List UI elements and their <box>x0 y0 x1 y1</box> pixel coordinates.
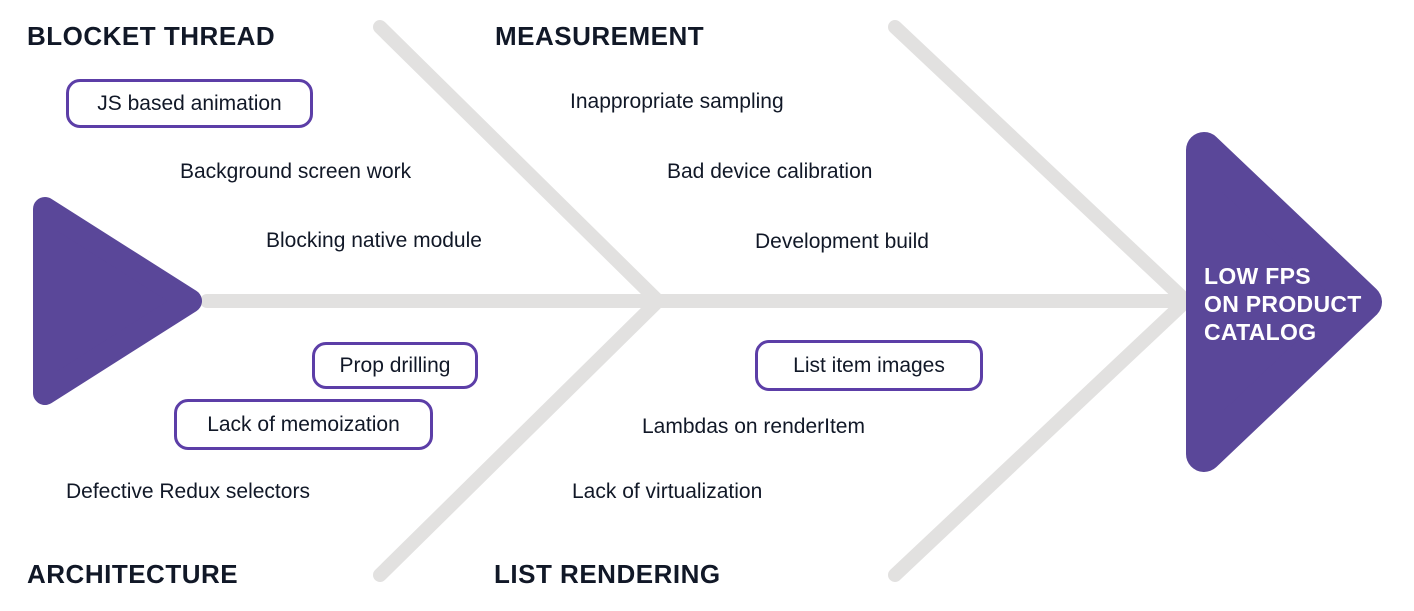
cause-bad-device-calibration: Bad device calibration <box>667 160 873 183</box>
rib-bottom-right <box>888 294 1193 582</box>
cause-lambdas-on-renderitem: Lambdas on renderItem <box>642 415 865 438</box>
cause-js-based-animation: JS based animation <box>66 79 313 128</box>
category-title-architecture: ARCHITECTURE <box>27 559 239 589</box>
cause-blocking-native-module: Blocking native module <box>266 229 482 252</box>
cause-lack-of-virtualization: Lack of virtualization <box>572 480 763 503</box>
effect-label: LOW FPS ON PRODUCT CATALOG <box>1204 262 1374 346</box>
cause-prop-drilling: Prop drilling <box>312 342 478 389</box>
cause-defective-redux-selectors: Defective Redux selectors <box>66 480 310 503</box>
cause-list-item-images: List item images <box>755 340 983 391</box>
rib-bottom-left <box>373 294 665 582</box>
rib-top-left <box>373 20 665 308</box>
effect-arrow <box>1186 132 1382 472</box>
cause-development-build: Development build <box>755 230 929 253</box>
category-title-measurement: MEASUREMENT <box>495 21 705 51</box>
cause-background-screen-work: Background screen work <box>180 160 412 183</box>
rib-top-right <box>888 20 1193 308</box>
tail-arrow <box>33 197 202 405</box>
cause-inappropriate-sampling: Inappropriate sampling <box>570 90 784 113</box>
effect-label-line: CATALOG <box>1204 319 1317 345</box>
cause-lack-of-memoization: Lack of memoization <box>174 399 433 450</box>
category-title-list-rendering: LIST RENDERING <box>494 559 721 589</box>
effect-label-line: ON PRODUCT <box>1204 291 1362 317</box>
effect-label-line: LOW FPS <box>1204 263 1311 289</box>
category-title-blocket-thread: BLOCKET THREAD <box>27 21 276 51</box>
